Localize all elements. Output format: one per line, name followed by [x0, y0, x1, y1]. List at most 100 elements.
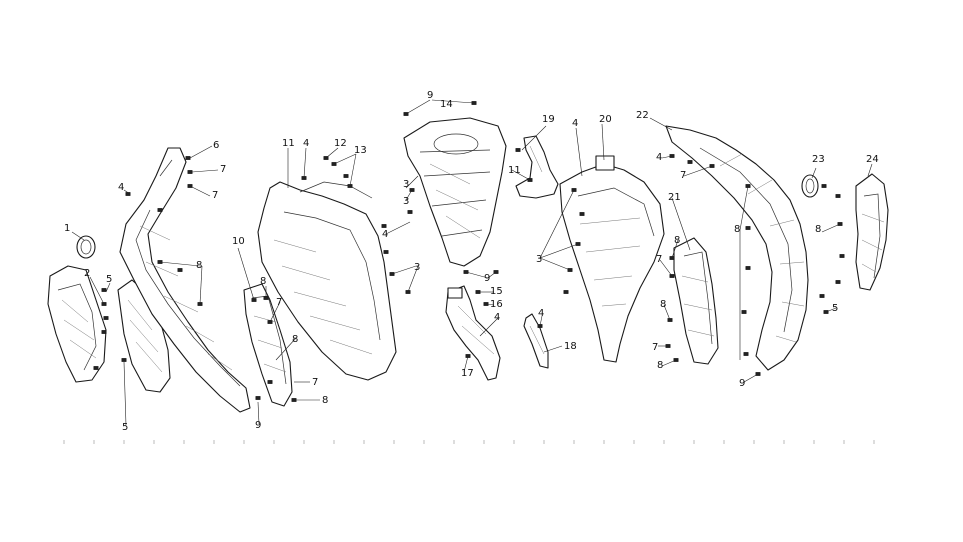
- fastener-screw: [515, 148, 521, 152]
- leader-line: [191, 169, 219, 173]
- callout: 7: [276, 297, 282, 308]
- leader-line: [821, 223, 841, 233]
- callout: 1: [64, 223, 70, 234]
- part-upper-bracket-19: [515, 135, 559, 199]
- callout: 20: [599, 114, 612, 125]
- leader-line: [543, 345, 563, 353]
- baseline-ticks: [63, 440, 875, 444]
- fastener-screw: [741, 310, 747, 314]
- callout: 8: [292, 334, 298, 345]
- fastener-screw: [563, 290, 569, 294]
- leader-line: [671, 197, 691, 251]
- leader-line: [511, 169, 531, 181]
- callout: 8: [322, 395, 328, 406]
- leader-line: [663, 304, 671, 321]
- part-ring-right: [801, 174, 819, 198]
- callout: 10: [232, 236, 245, 247]
- fastener-screw: [835, 194, 841, 198]
- leader-line: [159, 261, 201, 267]
- leader-line: [303, 147, 307, 179]
- part-strip-18: [523, 313, 549, 369]
- callout: 19: [542, 114, 555, 125]
- callout: 23: [812, 154, 825, 165]
- callout: 11: [508, 165, 521, 176]
- callout: 4: [303, 138, 309, 149]
- leader-line: [405, 99, 431, 115]
- part-ring-left: [76, 235, 96, 259]
- callout: 15: [490, 286, 503, 297]
- leader-line: [683, 165, 713, 177]
- part-tank-cover-14: [403, 117, 507, 267]
- callout: 18: [564, 341, 577, 352]
- callout: 3: [536, 254, 542, 265]
- callout: 7: [680, 170, 686, 181]
- leader-line: [123, 189, 131, 195]
- leader-line: [391, 265, 417, 275]
- leader-line: [659, 259, 673, 277]
- fastener-screw: [381, 224, 387, 228]
- part-side-cover-small: [47, 265, 107, 383]
- fastener-screw: [291, 398, 297, 402]
- leader-line: [867, 163, 873, 177]
- callout: 7: [212, 190, 218, 201]
- callout: 9: [739, 378, 745, 389]
- fastener-screw: [93, 366, 99, 370]
- fastener-screw: [821, 184, 827, 188]
- leader-line: [71, 231, 85, 241]
- leader-line: [739, 185, 749, 231]
- callout: 2: [84, 268, 90, 279]
- callout: 6: [213, 140, 219, 151]
- fastener-screw: [745, 266, 751, 270]
- callout: 4: [656, 152, 662, 163]
- callout: 8: [674, 235, 680, 246]
- part-central-right-fairing: [559, 155, 665, 363]
- fastener-screw: [185, 156, 191, 160]
- callout: 3: [414, 262, 420, 273]
- callout: 8: [657, 360, 663, 371]
- part-bracket-16: [445, 285, 501, 381]
- part-vertical-cover-21: [673, 237, 719, 365]
- callout: 7: [220, 164, 226, 175]
- callout: 9: [255, 420, 261, 431]
- callout: 8: [734, 224, 740, 235]
- fastener-screw: [743, 352, 749, 356]
- callout: 14: [440, 99, 453, 110]
- callout: 8: [196, 260, 202, 271]
- leader-line: [405, 189, 413, 201]
- leader-line: [661, 359, 677, 367]
- leader-line: [405, 175, 419, 189]
- leader-line: [649, 117, 673, 131]
- fastener-screw: [383, 250, 389, 254]
- callout: 7: [312, 377, 318, 388]
- leader-line: [601, 123, 605, 161]
- fastener-screw: [187, 170, 193, 174]
- leader-line: [487, 271, 497, 279]
- fastener-screw: [157, 208, 163, 212]
- leader-line: [521, 125, 547, 151]
- leader-line: [465, 271, 489, 279]
- part-long-fairing-left: [119, 147, 251, 413]
- callout: 11: [282, 138, 295, 149]
- leader-line: [463, 355, 469, 373]
- leader-line: [237, 247, 255, 301]
- leader-line: [105, 282, 111, 293]
- leader-line: [539, 315, 543, 327]
- leader-line: [269, 301, 281, 323]
- leader-line: [257, 401, 260, 425]
- callout: 24: [866, 154, 879, 165]
- callout: 8: [660, 299, 666, 310]
- callout: 21: [668, 192, 681, 203]
- callout: 16: [490, 299, 503, 310]
- part-central-left-fairing: [257, 181, 397, 381]
- fastener-screw: [255, 396, 261, 400]
- callout: 4: [382, 229, 388, 240]
- fastener-screw: [407, 210, 413, 214]
- leader-line: [189, 145, 213, 159]
- fastener-screw: [819, 294, 825, 298]
- callout: 3: [403, 196, 409, 207]
- callout: 8: [260, 276, 266, 287]
- fastener-screw: [101, 288, 107, 292]
- leader-line: [123, 361, 127, 426]
- fastener-screw: [101, 330, 107, 334]
- leader-line: [199, 265, 203, 305]
